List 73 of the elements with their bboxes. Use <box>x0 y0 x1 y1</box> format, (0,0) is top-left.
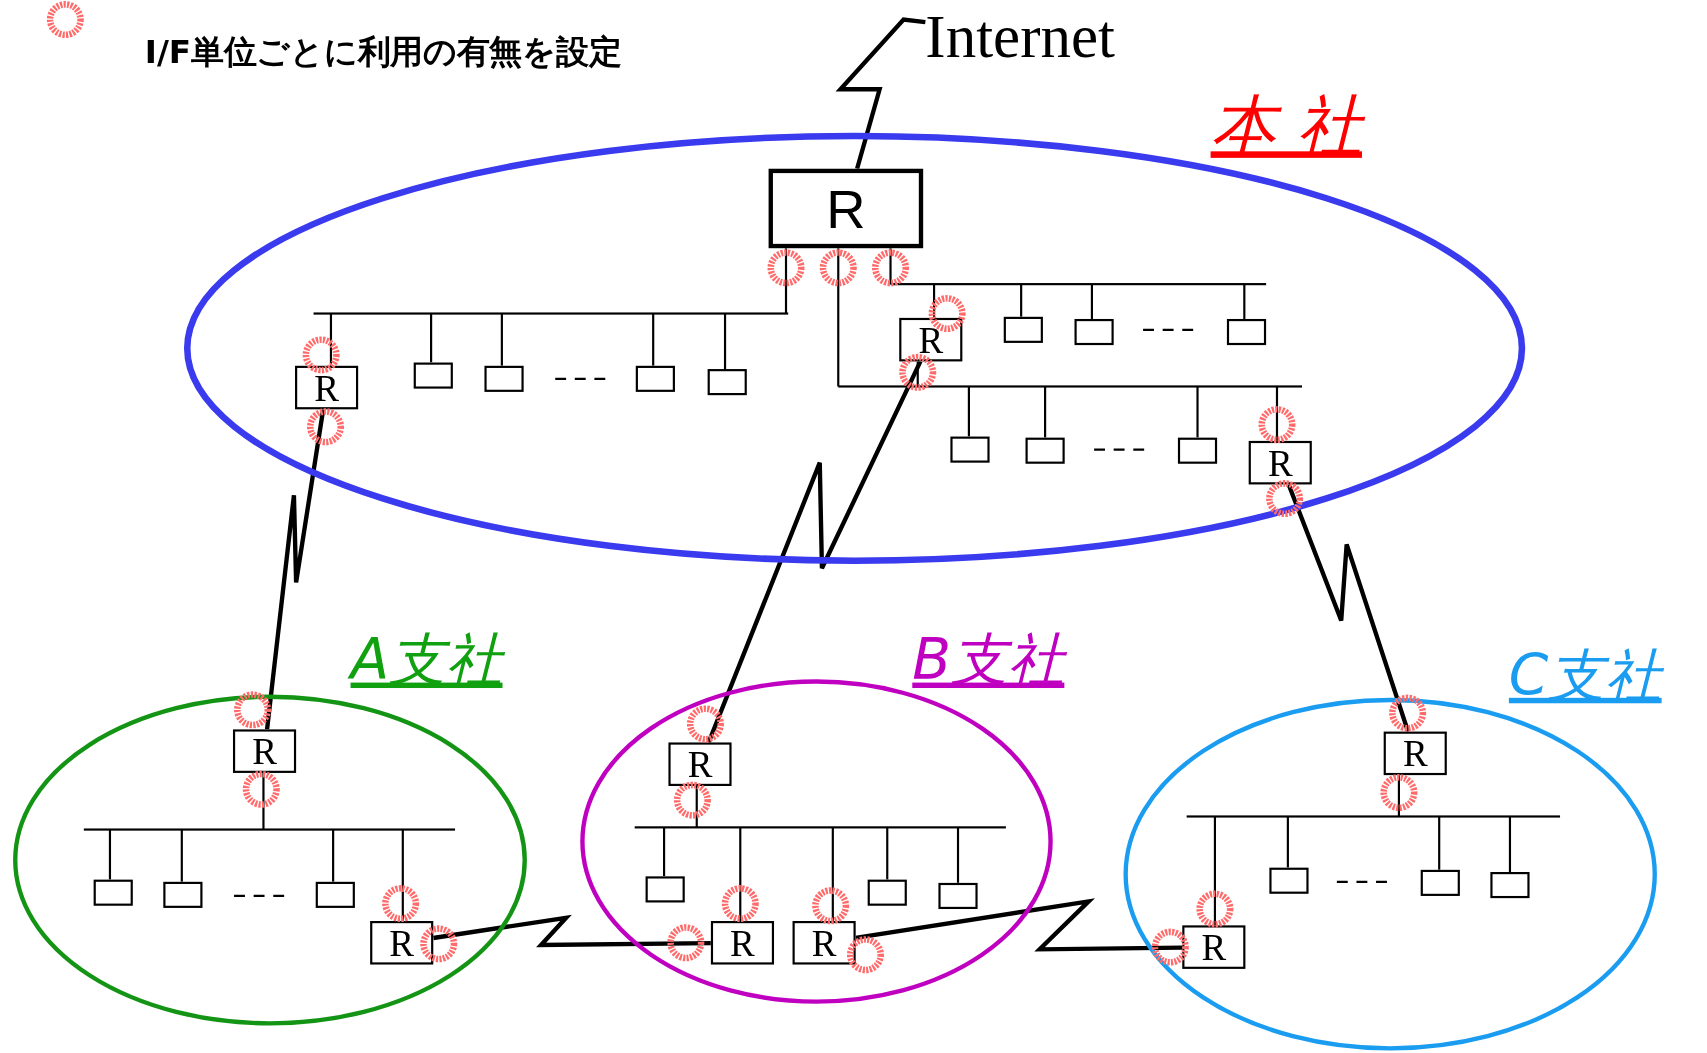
lan-drop-line <box>916 361 919 387</box>
lan-drop-line <box>1397 775 1400 817</box>
host-box <box>707 369 747 396</box>
wan-link <box>855 898 1183 952</box>
host-box <box>1025 437 1065 464</box>
lan-drop-line <box>889 248 892 285</box>
lan-drop-line <box>1020 284 1023 317</box>
lan-drop-line <box>1438 816 1441 870</box>
router-box: R <box>1248 440 1312 485</box>
host-box <box>413 362 453 389</box>
router-box: R <box>668 742 732 786</box>
router-box: R <box>792 921 856 965</box>
lan-drop-line <box>1090 284 1093 319</box>
lan-drop-line <box>329 313 333 366</box>
host-box <box>1490 872 1530 899</box>
lan-drop-line <box>430 313 433 363</box>
legend-text: I/F単位ごとに利用の有無を設定 <box>144 31 622 73</box>
router-box: R <box>232 729 297 773</box>
host-box <box>867 879 907 906</box>
host-box <box>1226 318 1267 346</box>
router-box: R <box>295 365 359 410</box>
host-box <box>1003 316 1043 343</box>
lan-drop-line <box>886 827 889 880</box>
wan-link <box>706 360 923 744</box>
lan-drop-line <box>1508 816 1512 872</box>
host-box <box>635 365 675 392</box>
lan-drop-line <box>500 313 503 366</box>
bus-line <box>313 312 789 315</box>
bus-line <box>634 826 1006 829</box>
router-box: R <box>1182 925 1246 969</box>
lan-drop-line <box>739 827 742 921</box>
lan-drop-line <box>1243 284 1246 319</box>
host-box <box>315 881 355 908</box>
lan-drop-line <box>332 829 335 882</box>
wan-link <box>264 409 326 730</box>
router-box: R <box>899 317 963 362</box>
lan-drop-line <box>695 786 698 828</box>
host-box <box>1420 869 1460 896</box>
host-box <box>1177 437 1218 464</box>
lan-drop-line <box>108 829 112 880</box>
bus-line <box>838 385 1303 388</box>
lan-drop-line <box>663 827 666 877</box>
lan-drop-line <box>401 829 404 921</box>
lan-drop-line <box>1044 386 1047 438</box>
wan-link <box>432 914 711 948</box>
host-box <box>1074 318 1114 346</box>
lan-drop-line <box>180 829 183 882</box>
host-box <box>938 882 978 909</box>
lan-drop-line <box>652 313 655 366</box>
host-box <box>93 879 133 906</box>
lan-drop-line <box>956 827 960 883</box>
host-box <box>950 436 990 463</box>
host-box <box>163 881 203 908</box>
host-box <box>1269 867 1309 894</box>
site-heading: B支社 <box>912 629 1065 692</box>
internet-label: Internet <box>925 0 1160 72</box>
router-box: R <box>370 921 434 965</box>
lan-drop-line <box>932 284 936 318</box>
router-box: R <box>710 921 775 965</box>
site-heading: C支社 <box>1508 644 1662 707</box>
router-box: R <box>768 168 924 249</box>
bus-line <box>83 828 456 831</box>
lan-drop-line <box>1196 386 1199 438</box>
lan-drop-line <box>1213 816 1216 926</box>
bus-line <box>1186 815 1561 818</box>
lan-drop-line <box>831 827 834 921</box>
host-box <box>484 365 524 392</box>
host-box <box>645 876 685 903</box>
lan-drop-line <box>723 313 727 370</box>
lan-drop-line <box>967 386 970 437</box>
router-box: R <box>1383 731 1447 776</box>
lan-drop-line <box>1286 816 1289 868</box>
wan-link <box>1286 483 1411 733</box>
